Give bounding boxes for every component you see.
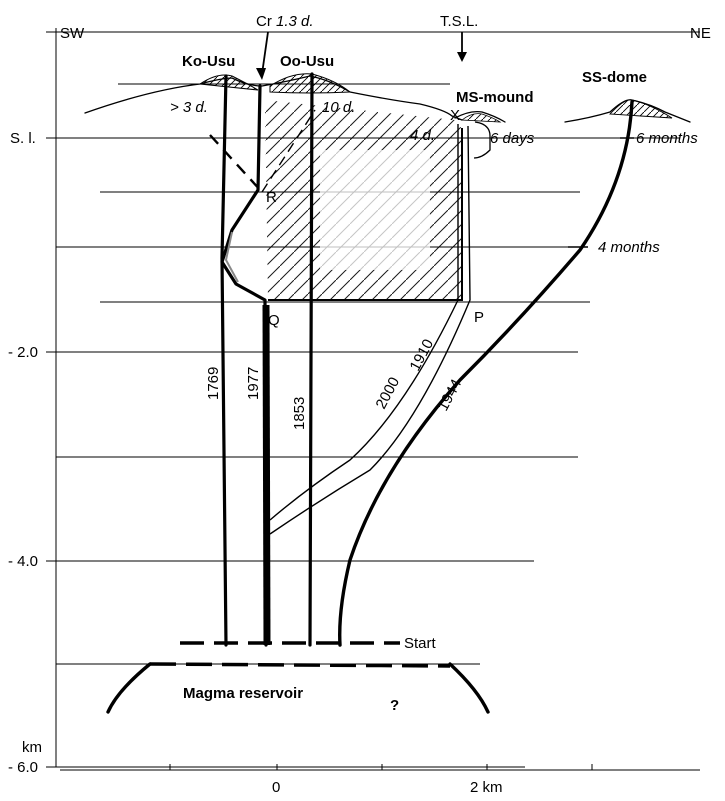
year-1853-label: 1853 bbox=[291, 397, 308, 430]
conduit-1853 bbox=[308, 72, 314, 647]
depth-tick-label-4: - 4.0 bbox=[8, 553, 38, 570]
ms-duration-label: 4 d. bbox=[410, 127, 435, 144]
distance-axis: 0 2 km bbox=[60, 764, 700, 796]
six-days-label: 6 days bbox=[490, 130, 535, 147]
conduit-1769 bbox=[220, 74, 228, 647]
depth-unit-label: km bbox=[22, 739, 42, 756]
tsl-label: T.S.L. bbox=[440, 13, 478, 30]
ss-dome-label: SS-dome bbox=[582, 69, 647, 86]
depth-tick-label-sea-level: S. l. bbox=[10, 130, 36, 147]
year-1944-label: 1944 bbox=[435, 376, 466, 413]
ms-mound-label: MS-mound bbox=[456, 89, 533, 106]
ko-usu-label: Ko-Usu bbox=[182, 53, 235, 70]
ko-usu-summit-hatch bbox=[198, 74, 259, 91]
r-label: R bbox=[266, 189, 277, 206]
oo-usu-label: Oo-Usu bbox=[280, 53, 334, 70]
conduit-2000 bbox=[269, 124, 459, 521]
distance-tick-label-2km: 2 km bbox=[470, 779, 503, 796]
reservoir-right-arc bbox=[448, 662, 490, 714]
tsl-arrowhead bbox=[457, 52, 467, 62]
left-duration-label: > 3 d. bbox=[170, 99, 208, 116]
cr-arrow bbox=[261, 31, 269, 75]
deformed-zone-clear bbox=[320, 150, 430, 270]
six-months-label: 6 months bbox=[636, 130, 698, 147]
cr-arrowhead bbox=[256, 68, 266, 80]
depth-axis: S. l. - 2.0 - 4.0 km - 6.0 bbox=[8, 28, 57, 776]
q-label: Q bbox=[268, 312, 280, 329]
direction-ne-label: NE bbox=[690, 25, 711, 42]
conduit-1944 bbox=[338, 100, 634, 647]
dashed-fault-right bbox=[261, 109, 316, 193]
start-label: Start bbox=[404, 635, 437, 652]
direction-sw-label: SW bbox=[60, 25, 85, 42]
cr-duration-label: 1.3 d. bbox=[276, 13, 314, 30]
p-label: P bbox=[474, 309, 484, 326]
right-duration-label: 10 d. bbox=[322, 99, 355, 116]
year-2000-label: 2000 bbox=[373, 374, 404, 411]
year-1977-label: 1977 bbox=[245, 367, 262, 400]
magma-reservoir-label: Magma reservoir bbox=[183, 685, 303, 702]
year-1910-label: 1910 bbox=[407, 336, 438, 373]
conduit-1977 bbox=[220, 84, 268, 647]
conduit-1977-lower-thick bbox=[262, 304, 271, 646]
reservoir-left-arc bbox=[106, 662, 152, 714]
depth-tick-label-2: - 2.0 bbox=[8, 344, 38, 361]
depth-tick-label-6: - 6.0 bbox=[8, 759, 38, 776]
ss-dome-hatch bbox=[609, 99, 673, 119]
distance-tick-label-0: 0 bbox=[272, 779, 280, 796]
x-label: X bbox=[450, 107, 460, 124]
six-days-bracket bbox=[473, 121, 491, 159]
reservoir-question-mark: ? bbox=[390, 697, 399, 714]
deformed-zone-outline bbox=[268, 128, 463, 301]
reservoir-top-dashed bbox=[149, 662, 451, 668]
conduit-1910 bbox=[269, 125, 471, 535]
conduit-1977-grey bbox=[224, 231, 239, 283]
cr-label: Cr bbox=[256, 13, 272, 30]
ms-mound-profile bbox=[454, 110, 506, 123]
year-1769-label: 1769 bbox=[205, 367, 222, 400]
ms-mound-hatch bbox=[460, 113, 502, 123]
dashed-fault-left bbox=[209, 134, 263, 193]
four-months-label: 4 months bbox=[598, 239, 660, 256]
oo-usu-summit-hatch bbox=[269, 73, 352, 94]
